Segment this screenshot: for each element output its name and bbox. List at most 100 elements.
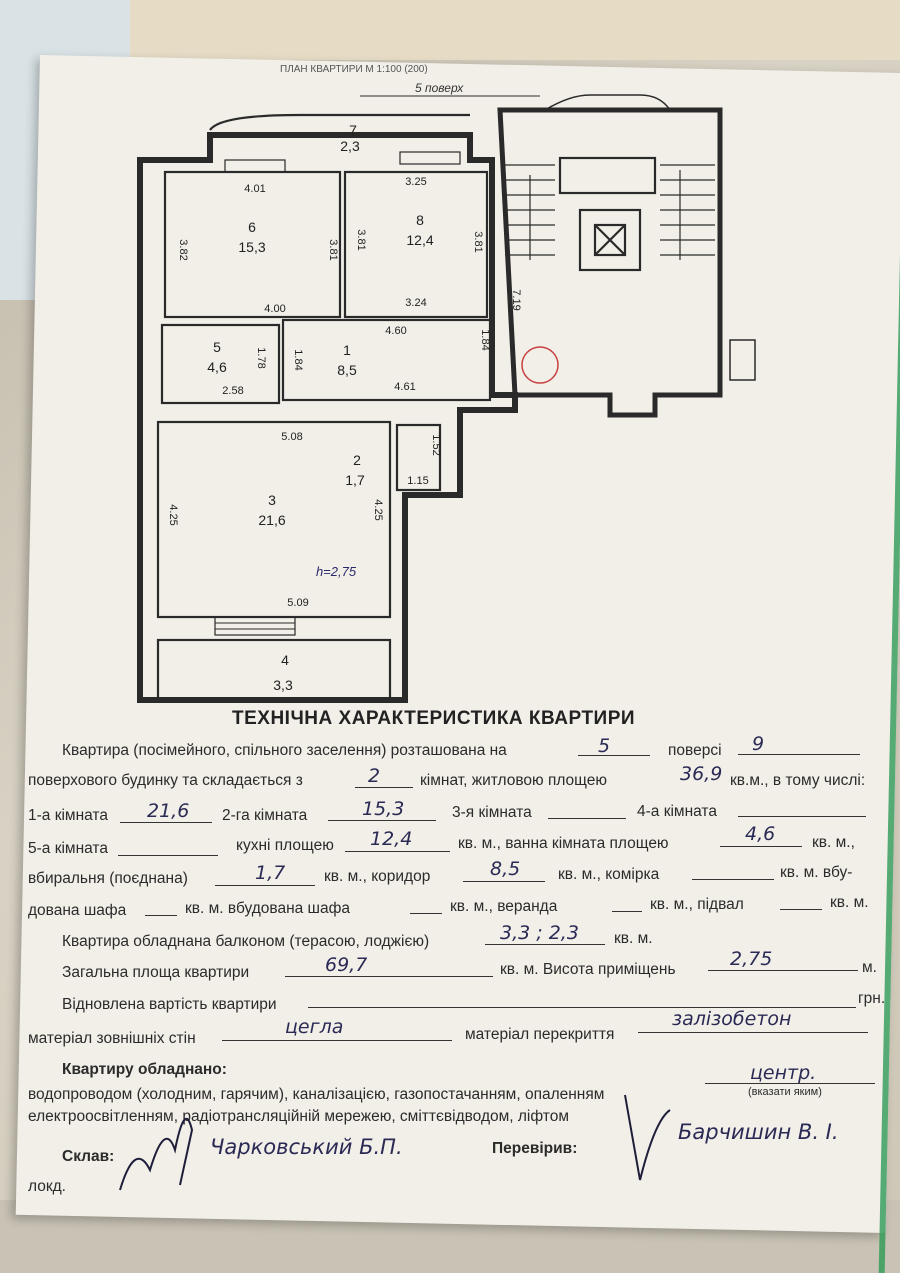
text-line: кв. м. Висота приміщень [500, 961, 676, 978]
text-line: кімнат, житловою площею [420, 772, 608, 789]
dimension-label: 3.81 [472, 231, 484, 252]
text-line: 1-а кімната [28, 807, 108, 824]
dimension-label: 3.24 [405, 297, 426, 309]
dimension-label: 4.00 [264, 303, 285, 315]
room-8 [343, 170, 489, 319]
dimension-label: 1.15 [407, 475, 428, 487]
text-line: 4-а кімната [637, 803, 717, 820]
text-line: кв. м. [614, 930, 653, 947]
footer-text: локд. [28, 1178, 66, 1195]
text-line: кв. м., веранда [450, 898, 558, 915]
text-line: кв. м. [830, 894, 869, 911]
rooms-count-value: 2 [368, 765, 381, 787]
dimension-label: 4.61 [394, 381, 415, 393]
dimension-label: 7.19 [510, 289, 522, 310]
checked-by-label: Перевірив: [492, 1140, 578, 1157]
text-line: водопроводом (холодним, гарячим), каналі… [28, 1086, 605, 1103]
room-area: 2,3 [340, 138, 360, 154]
text-line: поверхового будинку та складається з [28, 772, 303, 789]
text-line: кв. м., коридор [324, 868, 431, 885]
dimension-label: 4.60 [385, 325, 406, 337]
text-line: кв. м., ванна кімната площею [458, 835, 669, 852]
stamp-mark [521, 346, 559, 384]
room-number: 1 [343, 342, 351, 358]
equipment-heading: Квартиру обладнано: [62, 1061, 227, 1078]
background-folder [130, 0, 900, 60]
ceiling-height-note: h=2,75 [316, 564, 357, 579]
heating-hint: (вказати яким) [748, 1086, 822, 1098]
text-line: кв. м. вбу- [780, 864, 853, 881]
text-line: матеріал зовнішніх стін [28, 1030, 196, 1047]
floors-total-value: 9 [752, 733, 765, 755]
dimension-label: 4.01 [244, 183, 265, 195]
compiled-by-name: Чарковський Б.П. [210, 1135, 403, 1159]
compiled-by-label: Склав: [62, 1148, 115, 1165]
room-area: 1,7 [345, 472, 365, 488]
dimension-label: 1.78 [255, 347, 267, 368]
dimension-label: 3.81 [327, 239, 339, 260]
dimension-label: 4.25 [372, 499, 384, 520]
text-line: м. [862, 959, 877, 976]
text-line: кв. м., [812, 834, 855, 851]
dimension-label: 2.58 [222, 385, 243, 397]
room-number: 7 [349, 122, 357, 138]
text-line: кв. м., підвал [650, 896, 744, 913]
room-number: 4 [281, 652, 289, 668]
floor-plan: ПЛАН КВАРТИРИ М 1:100 (200) 5 поверх [137, 64, 756, 703]
text-line: кв. м., комірка [558, 866, 660, 883]
room-number: 6 [248, 219, 256, 235]
room-4 [156, 638, 392, 702]
wc-value: 1,7 [255, 862, 286, 884]
dimension-label: 1.84 [292, 349, 304, 370]
room-area: 8,5 [337, 362, 357, 378]
text-line: Загальна площа квартири [62, 964, 250, 981]
text-line: поверсі [668, 742, 722, 759]
text-line: кв.м., в тому числі: [730, 772, 866, 789]
text-line: вбиральня (поєднана) [28, 870, 188, 887]
stair-landing [558, 156, 657, 195]
dimension-label: 1.52 [430, 434, 442, 455]
room1-value: 21,6 [147, 800, 190, 822]
dimension-label: 3.25 [405, 176, 426, 188]
dimension-label: 3.81 [355, 229, 367, 250]
room-number: 2 [353, 452, 361, 468]
elevator-shaft [578, 208, 642, 272]
room-area: 21,6 [258, 512, 285, 528]
floor-label: 5 поверх [415, 81, 464, 95]
bath-value: 4,6 [745, 823, 776, 845]
corridor-value: 8,5 [490, 858, 521, 880]
floor-value: 5 [598, 735, 611, 757]
heating-value: центр. [750, 1062, 817, 1084]
text-line: Квартира обладнана балконом (терасою, ло… [62, 933, 430, 950]
text-line: електроосвітленням, радіотрансляційній м… [28, 1108, 569, 1125]
dimension-label: 4.25 [167, 504, 179, 525]
text-line: кв. м. вбудована шафа [185, 900, 350, 917]
text-line: Квартира (посімейного, спільного заселен… [62, 742, 507, 759]
room2-value: 15,3 [362, 798, 405, 820]
checked-by-name: Барчишин В. І. [678, 1120, 839, 1144]
total-area-value: 69,7 [325, 954, 368, 976]
text-line: дована шафа [28, 902, 127, 919]
dimension-label: 3.82 [177, 239, 189, 260]
room-1 [281, 318, 492, 402]
text-line: матеріал перекриття [465, 1026, 615, 1043]
document-title: ТЕХНІЧНА ХАРАКТЕРИСТИКА КВАРТИРИ [232, 708, 636, 729]
room-number: 5 [213, 339, 221, 355]
text-line: 3-я кімната [452, 804, 532, 821]
text-line: кухні площею [236, 837, 334, 854]
wall-material-value: цегла [285, 1016, 344, 1038]
room-area: 4,6 [207, 359, 227, 375]
dimension-label: 1.84 [479, 329, 491, 350]
room-area: 15,3 [238, 239, 265, 255]
balcony-value: 3,3 ; 2,3 [500, 922, 579, 944]
room-number: 3 [268, 492, 276, 508]
text-line: грн. [858, 990, 886, 1007]
room-number: 8 [416, 212, 424, 228]
room-area: 3,3 [273, 677, 293, 693]
text-line: 5-а кімната [28, 840, 108, 857]
room-5 [160, 323, 281, 405]
plan-header: ПЛАН КВАРТИРИ М 1:100 (200) [280, 64, 428, 75]
text-line: Відновлена вартість квартири [62, 996, 277, 1013]
ceiling-height-value: 2,75 [730, 948, 773, 970]
